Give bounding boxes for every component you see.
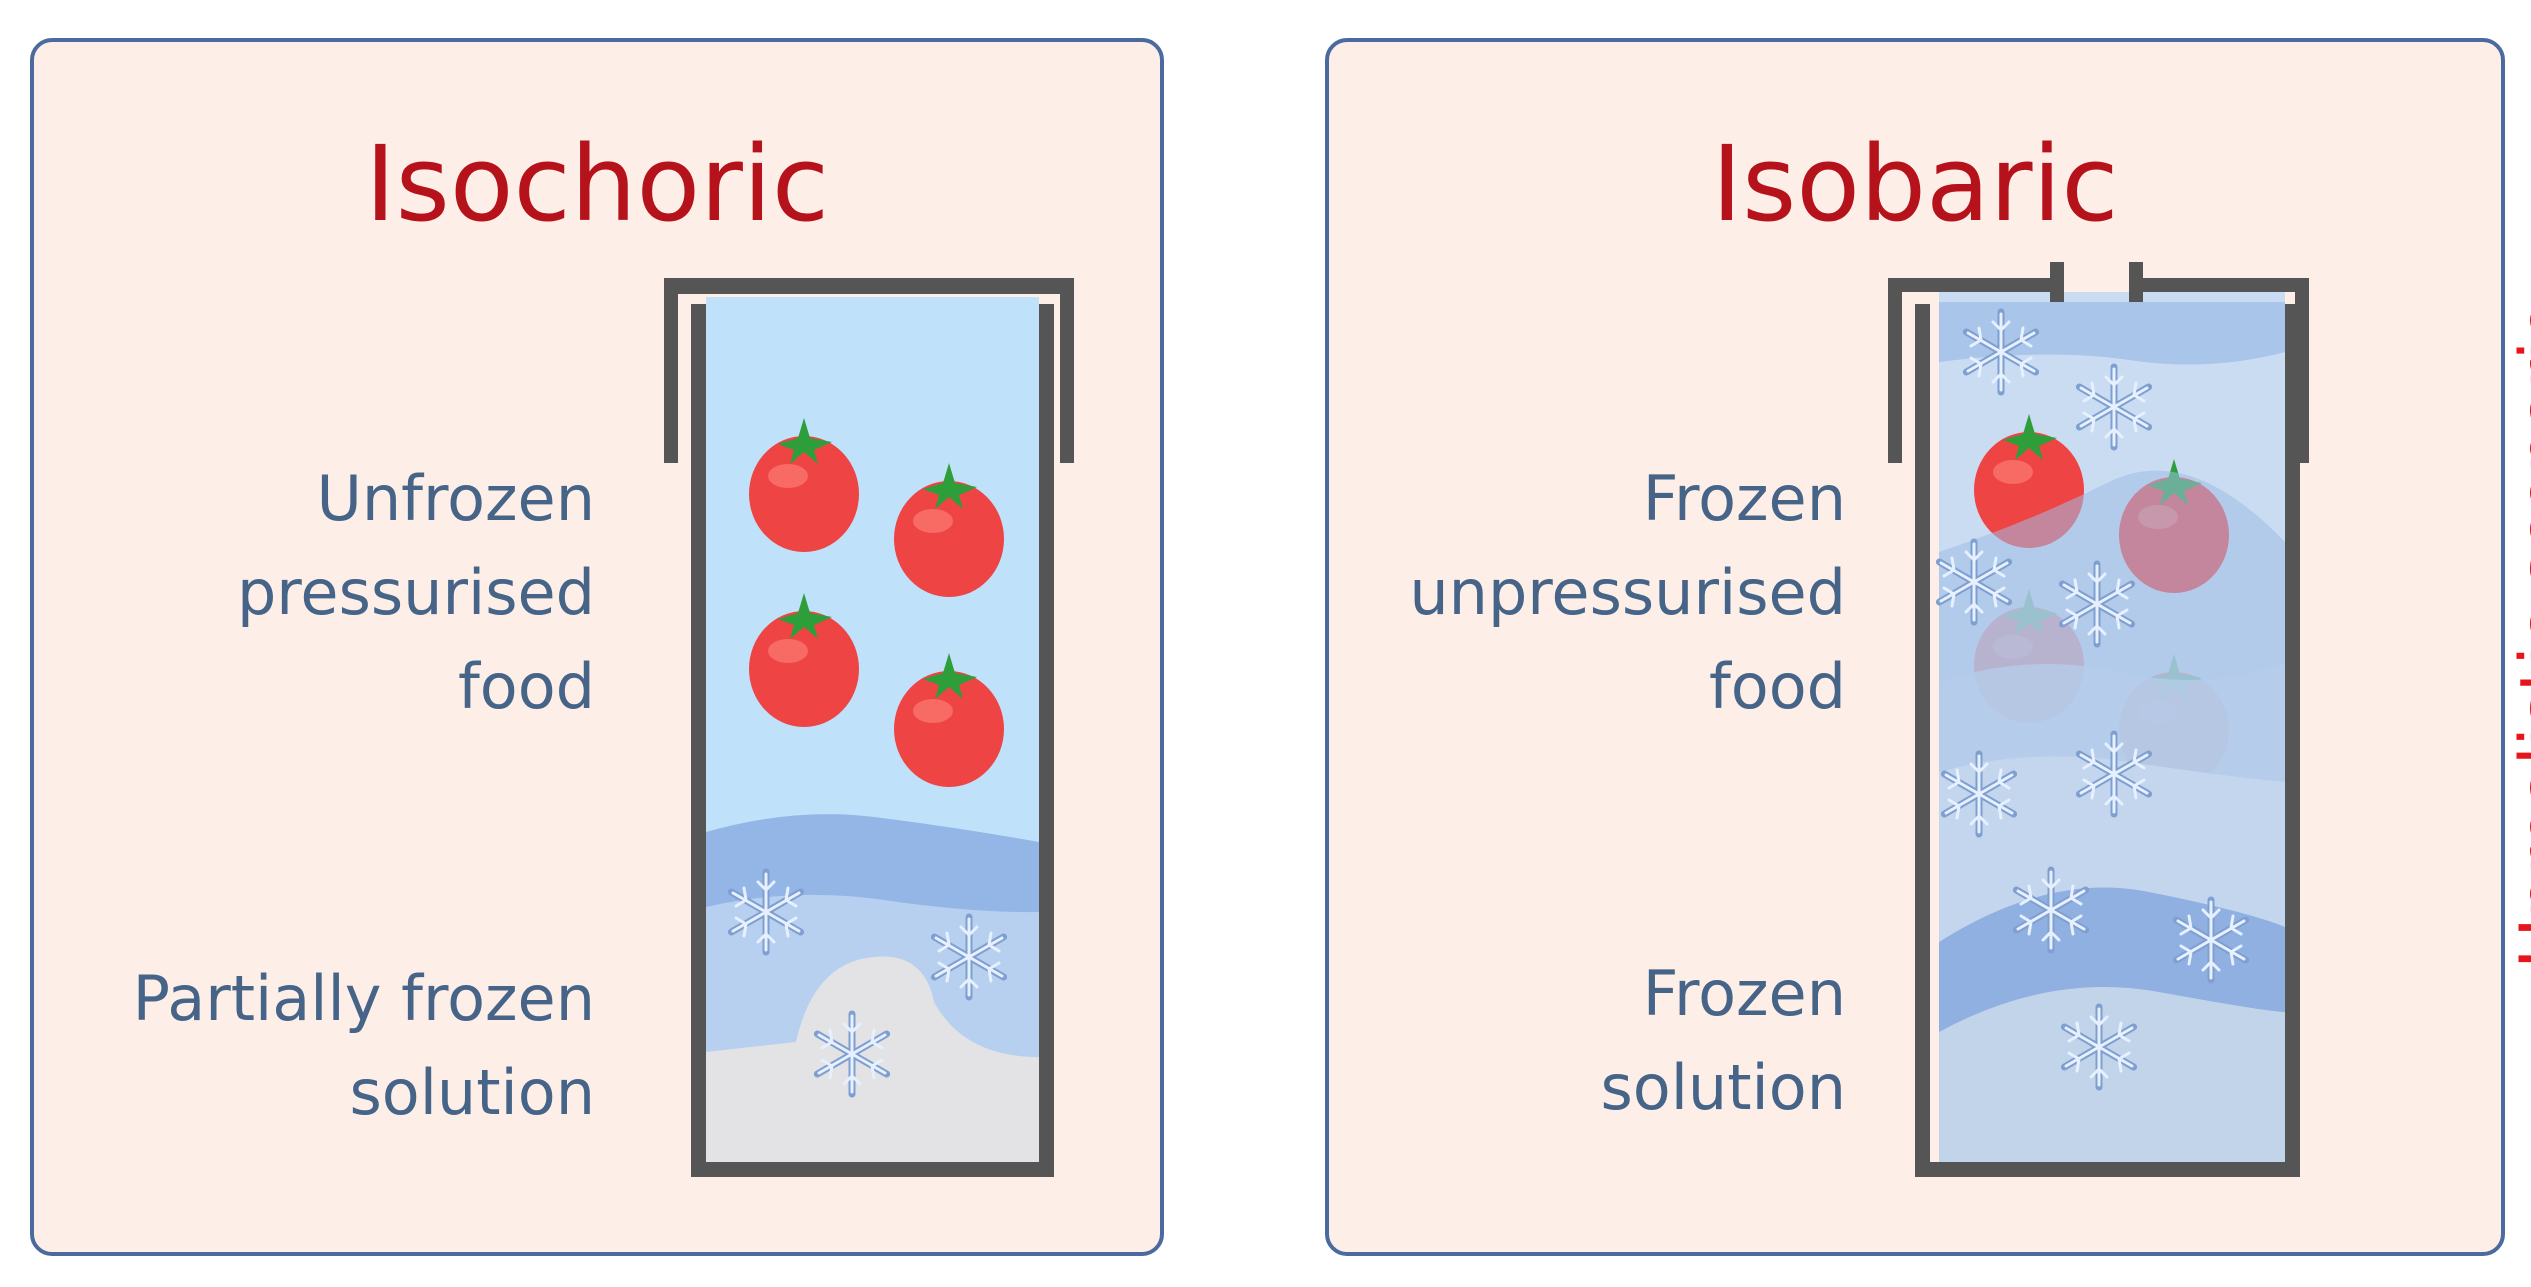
isochoric-panel: Isochoric Unfrozen pressurised food Part… xyxy=(30,38,1164,1256)
solution-label: Partially frozen solution xyxy=(133,952,595,1140)
panel-title: Isochoric xyxy=(364,123,830,245)
food-label-line-1: Unfrozen xyxy=(316,462,595,535)
panel-title: Isobaric xyxy=(1711,123,2119,245)
solution-label-line-1: Frozen xyxy=(1642,957,1846,1030)
isochoric-container xyxy=(664,278,1074,1177)
solution-label: Frozen solution xyxy=(1600,947,1846,1135)
side-note: Unrealistic scenario xyxy=(2506,299,2531,968)
isobaric-container xyxy=(1888,262,2309,1178)
food-label-line-3: food xyxy=(457,650,595,723)
solution-label-line-1: Partially frozen xyxy=(132,962,595,1035)
food-label-line-2: pressurised xyxy=(236,556,595,629)
food-label-line-3: food xyxy=(1708,650,1846,723)
food-label-line-1: Frozen xyxy=(1642,462,1846,535)
isobaric-panel: Isobaric Frozen unpressurised food Froze… xyxy=(1325,38,2531,1256)
food-label-line-2: unpressurised xyxy=(1409,556,1846,629)
food-label: Frozen unpressurised food xyxy=(1409,452,1846,734)
food-label: Unfrozen pressurised food xyxy=(237,452,595,734)
solution-label-line-2: solution xyxy=(349,1056,595,1129)
solution-label-line-2: solution xyxy=(1600,1051,1846,1124)
